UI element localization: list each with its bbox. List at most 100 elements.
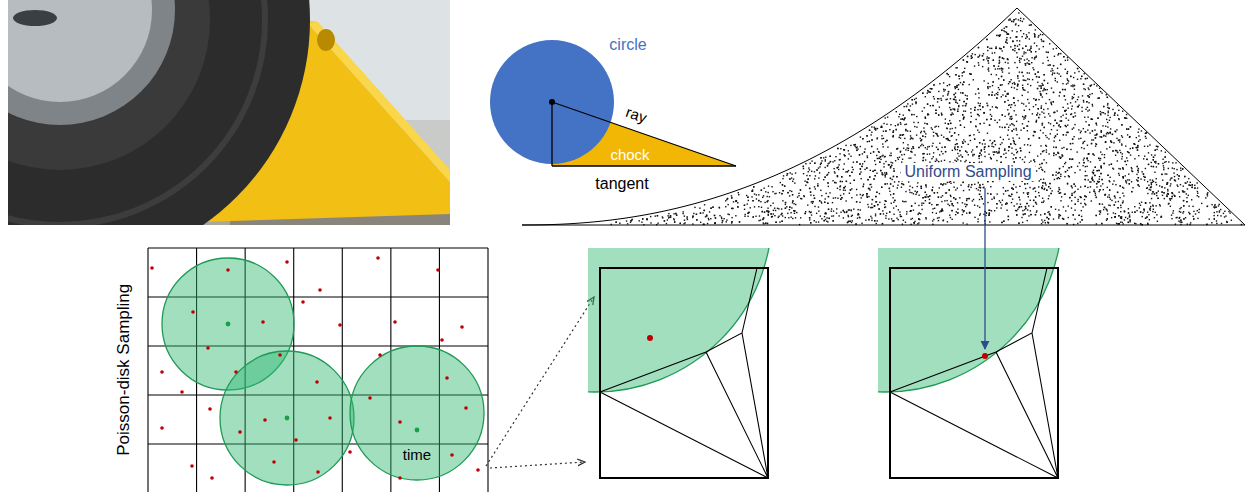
- sample-dot: [774, 215, 775, 216]
- sample-dot: [1018, 49, 1019, 50]
- sample-dot: [844, 155, 845, 156]
- sample-dot: [925, 147, 926, 148]
- sample-dot: [814, 220, 815, 221]
- sample-dot: [1034, 57, 1035, 58]
- sample-dot: [1011, 87, 1012, 88]
- sample-dot: [954, 99, 955, 100]
- sample-dot: [860, 171, 861, 172]
- sample-dot: [851, 210, 852, 211]
- sample-dot: [1008, 150, 1009, 151]
- sample-dot: [1015, 18, 1016, 19]
- sample-dot: [922, 93, 923, 94]
- chock-photo: [8, 0, 450, 225]
- sample-dot: [854, 146, 855, 147]
- sample-dot: [818, 177, 819, 178]
- sample-dot: [1071, 195, 1072, 196]
- sample-dot: [982, 198, 983, 199]
- sample-dot: [965, 151, 966, 152]
- sample-dot: [997, 122, 998, 123]
- sample-dot: [1060, 126, 1061, 127]
- sample-dot: [1055, 147, 1056, 148]
- sample-dot: [1220, 215, 1221, 216]
- sample-dot: [986, 212, 987, 213]
- sample-dot: [993, 154, 994, 155]
- sample-dot: [1070, 102, 1071, 103]
- sample-dot: [1139, 203, 1140, 204]
- sample-dot: [1092, 153, 1093, 154]
- sample-dot: [1137, 170, 1138, 171]
- sample-dot: [1121, 216, 1122, 217]
- sample-dot: [988, 62, 989, 63]
- sample-dot: [893, 207, 894, 208]
- sample-dot: [911, 148, 912, 149]
- sample-dot: [789, 195, 790, 196]
- sample-dot: [1183, 185, 1184, 186]
- sample-dot: [1063, 166, 1064, 167]
- sample-dot: [1044, 80, 1045, 81]
- sample-dot: [1002, 94, 1003, 95]
- sample-dot: [1120, 222, 1121, 223]
- sample-dot: [1067, 132, 1068, 133]
- sample-dot: [1030, 47, 1031, 48]
- sample-dot: [1150, 208, 1151, 209]
- sample-dot: [909, 192, 910, 193]
- sample-dot: [1188, 195, 1189, 196]
- sample-dot: [856, 150, 857, 151]
- sample-dot: [1120, 217, 1121, 218]
- sample-dot: [1035, 73, 1036, 74]
- sample-dot: [1080, 138, 1081, 139]
- sample-dot: [984, 112, 985, 113]
- sample-dot: [1027, 192, 1028, 193]
- sample-dot: [982, 106, 983, 107]
- sample-dot: [1147, 212, 1148, 213]
- sample-dot: [778, 216, 779, 217]
- sample-dot: [1021, 36, 1022, 37]
- sample-dot: [929, 195, 930, 196]
- sample-dot: [1014, 141, 1015, 142]
- sample-dot: [700, 212, 701, 213]
- sample-dot: [786, 206, 787, 207]
- sample-dot: [710, 218, 711, 219]
- sample-dot: [860, 194, 861, 195]
- sample-dot: [1100, 173, 1101, 174]
- sample-dot: [762, 211, 763, 212]
- sample-dot: [796, 212, 797, 213]
- sample-dot: [1034, 131, 1035, 132]
- sample-dot: [1114, 114, 1115, 115]
- sample-dot: [1006, 203, 1007, 204]
- sample-dot: [1158, 163, 1159, 164]
- sample-dot: [934, 98, 935, 99]
- sample-dot: [766, 210, 767, 211]
- sample-dot: [692, 217, 693, 218]
- sample-dot: [926, 123, 927, 124]
- sample-dot: [959, 120, 960, 121]
- sample-dot: [1112, 150, 1113, 151]
- sample-dot: [900, 134, 901, 135]
- sample-dot: [1096, 183, 1097, 184]
- sample-dot: [785, 208, 786, 209]
- sample-dot: [1083, 141, 1084, 142]
- sample-dot: [768, 214, 769, 215]
- sample-dot: [978, 56, 979, 57]
- sample-dot: [762, 197, 763, 198]
- sample-dot: [1017, 84, 1018, 85]
- sample-dot: [942, 220, 943, 221]
- sample-dot: [847, 171, 848, 172]
- sample-dot: [995, 68, 996, 69]
- sample-dot: [925, 184, 926, 185]
- sample-dot: [731, 217, 732, 218]
- sample-dot: [719, 215, 720, 216]
- sample-dot: [1096, 123, 1097, 124]
- sample-dot: [983, 59, 984, 60]
- sample-dot: [821, 218, 822, 219]
- sample-dot: [921, 202, 922, 203]
- sample-dot: [993, 65, 994, 66]
- sample-dot: [1104, 207, 1105, 208]
- sample-dot: [951, 210, 952, 211]
- sample-dot: [911, 114, 912, 115]
- sample-dot: [843, 149, 844, 150]
- sample-dot: [1059, 140, 1060, 141]
- sample-dot: [1090, 161, 1091, 162]
- sample-dot: [1033, 135, 1034, 136]
- sample-dot: [871, 139, 872, 140]
